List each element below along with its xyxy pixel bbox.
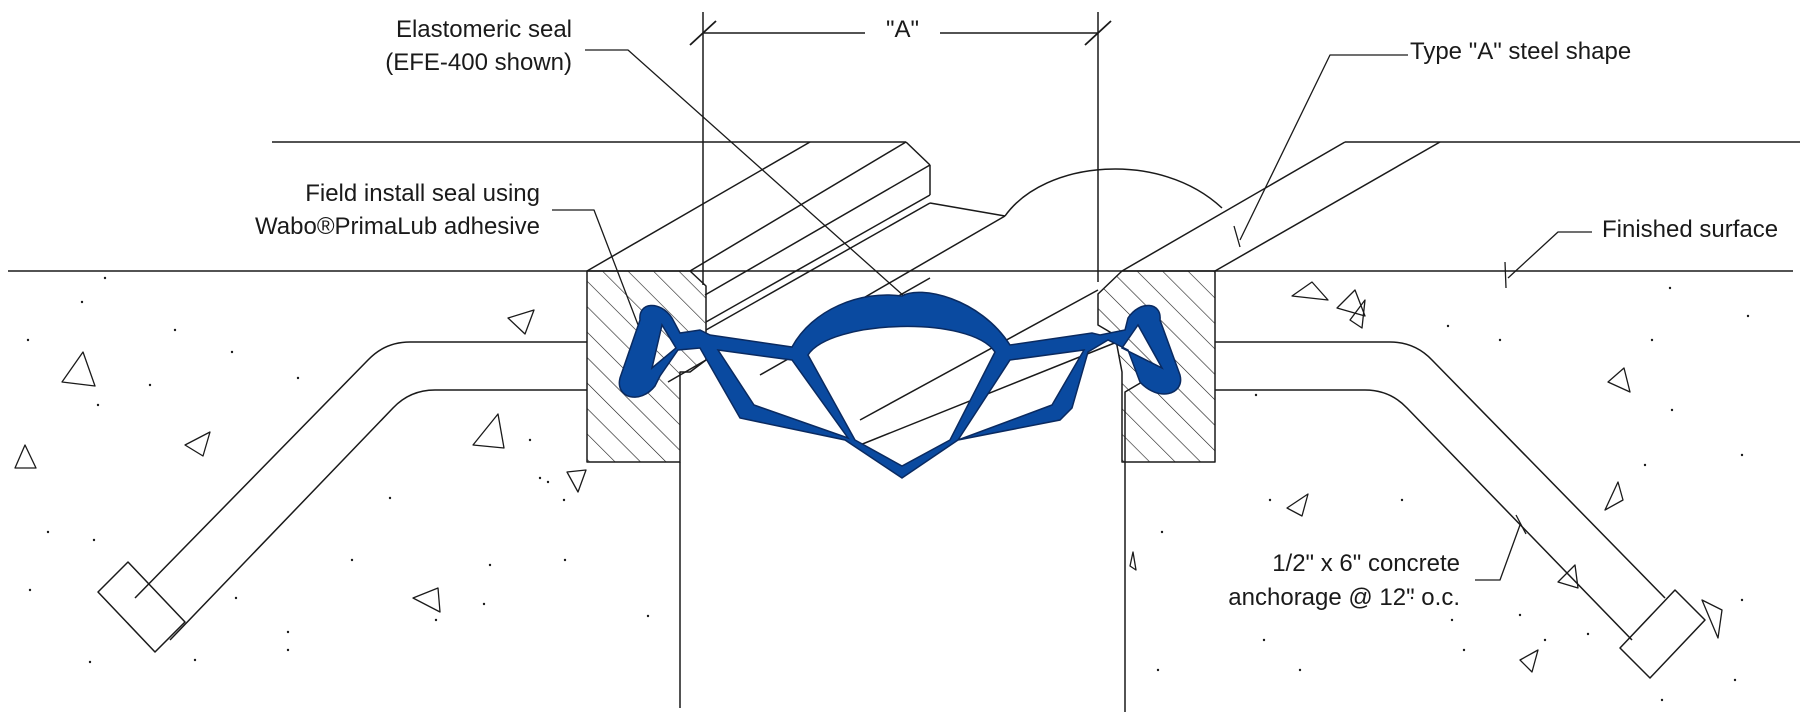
seal-label-line1: Elastomeric seal — [395, 16, 572, 43]
dimension-a-label: "A" — [885, 16, 920, 43]
anchorage-label-line1: 1/2" x 6" concrete — [1272, 550, 1460, 577]
anchorage-label-line2: anchorage @ 12" o.c. — [1228, 584, 1460, 611]
finished-surface-label: Finished surface — [1602, 216, 1779, 243]
seal-label-line2: (EFE-400 shown) — [385, 49, 572, 76]
elastomeric-seal — [618, 291, 1182, 479]
steel-shape-label: Type "A" steel shape — [1410, 38, 1632, 65]
concrete-speckles — [26, 276, 1750, 702]
field-install-label-line1: Field install seal using — [305, 180, 540, 207]
field-install-label-line2: Wabo®PrimaLub adhesive — [255, 213, 540, 240]
concrete-aggregate — [14, 281, 1723, 673]
left-anchor — [97, 341, 587, 653]
leader-lines — [552, 49, 1592, 581]
right-anchor — [1215, 341, 1706, 679]
dimension-a — [689, 12, 1112, 285]
right-upper-slab — [859, 141, 1800, 446]
